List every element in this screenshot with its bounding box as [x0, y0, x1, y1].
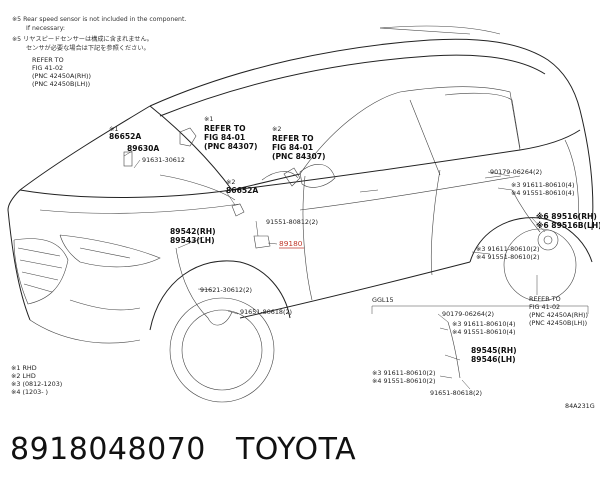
diagram-code: 84A231G: [565, 402, 595, 410]
part-label: 89543(LH): [170, 236, 215, 245]
legend-line: ※3 (0812-1203): [11, 380, 62, 388]
part-label: 91551-80812(2): [266, 218, 318, 226]
legend-line: ※4 (1203- ): [11, 388, 48, 396]
ref-line: (PNC 42450B(LH)): [529, 319, 587, 327]
part-label: 90179-06264(2): [490, 168, 542, 176]
highlight-part-89180[interactable]: 89180: [279, 239, 304, 249]
ref-line: FIG 84-01: [272, 143, 313, 152]
sensor-body-glyph: [253, 235, 271, 249]
note-line: ※5 リヤスピードセンサーは構成に含まれません。: [12, 35, 153, 43]
part-label: ※3 91611-80610(2): [372, 369, 435, 377]
part-label: ※4 91551-80610(4): [452, 328, 515, 336]
note-line: センサが必要な場合は下記を参照ください。: [26, 44, 150, 52]
ref-line: (PNC 42450A(RH)): [32, 72, 91, 80]
horn-glyph: [179, 127, 197, 147]
rear-sensor-note: ※5 Rear speed sensor is not included in …: [12, 16, 186, 52]
ref-line: (PNC 84307): [204, 142, 258, 151]
part-label: 91631-30612: [142, 156, 185, 164]
ref-line: REFER TO: [272, 134, 314, 143]
ref-line: (PNC 84307): [272, 152, 326, 161]
part-label: ※6 89516B(LH): [536, 221, 600, 230]
note-line: ※5 Rear speed sensor is not included in …: [12, 16, 186, 23]
ref-fig-84-01-rhd: ※1 REFER TO FIG 84-01 (PNC 84307): [204, 115, 258, 151]
vehicle-outline: [7, 25, 594, 403]
legend-line: ※2 LHD: [11, 372, 36, 380]
ref-line: (PNC 42450A(RH)): [529, 311, 588, 319]
legend-line: ※1 RHD: [11, 364, 37, 372]
hub-glyph: [537, 229, 559, 251]
part-label: ※4 91551-80610(2): [476, 253, 539, 261]
part-label: 89542(RH): [170, 227, 216, 236]
brand-name: TOYOTA: [235, 432, 357, 467]
ref-line: FIG 41-02: [32, 64, 63, 72]
part-label: 91651-80618(2): [430, 389, 482, 397]
horn-glyph: [231, 203, 245, 217]
horn-glyph: [283, 167, 301, 187]
part-label: ※3 91611-80610(4): [511, 181, 574, 189]
note-line: If necessary:: [26, 25, 65, 32]
highlight-part-label[interactable]: 89180: [279, 239, 303, 248]
part-label: 90179-06264(2): [442, 310, 494, 318]
ref-line: ※2: [272, 125, 281, 133]
hub-glyph: [543, 235, 553, 245]
rear-wire-glyph: [511, 189, 541, 233]
part-label: 89630A: [127, 144, 159, 153]
rear-harness-glyph: [447, 321, 461, 379]
part-labels: ※1 86652A 89630A 91631-30612 ※2 86652A 9…: [109, 125, 600, 397]
part-label: ※2: [226, 178, 235, 186]
ref-line: FIG 84-01: [204, 133, 245, 142]
part-label: 91651-80618(2): [240, 308, 292, 316]
part-label: ※3 91611-80610(2): [476, 245, 539, 253]
part-number: 8918048070: [10, 432, 206, 467]
part-label: 89546(LH): [471, 355, 516, 364]
part-label: 86652A: [109, 132, 141, 141]
part-label: 86652A: [226, 186, 258, 195]
sensor-wire-glyph: [159, 174, 236, 201]
part-label: ※6 89516(RH): [536, 212, 597, 221]
part-label: ※4 91551-80610(2): [372, 377, 435, 385]
part-label: 89545(RH): [471, 346, 517, 355]
part-label: 91621-30612(2): [200, 286, 252, 294]
ref-line: ※1: [204, 115, 213, 123]
ref-fig-84-01-lhd: ※2 REFER TO FIG 84-01 (PNC 84307): [272, 125, 326, 161]
ref-line: REFER TO: [32, 56, 64, 64]
ref-fig-41-02-front: REFER TO FIG 41-02 (PNC 42450A(RH)) (PNC…: [32, 56, 91, 88]
part-label: ※1: [109, 125, 118, 133]
variant-legend: ※1 RHD ※2 LHD ※3 (0812-1203) ※4 (1203- ): [11, 364, 62, 396]
ref-line: (PNC 42450B(LH)): [32, 80, 90, 88]
part-label: GGL15: [372, 296, 394, 304]
bracket-glyph: [123, 151, 133, 167]
ref-line: FIG 41-02: [529, 303, 560, 311]
ref-line: REFER TO: [529, 295, 561, 303]
ref-line: REFER TO: [204, 124, 246, 133]
part-label: ※4 91551-80610(4): [511, 189, 574, 197]
ref-fig-41-02-rear: REFER TO FIG 41-02 (PNC 42450A(RH)) (PNC…: [529, 295, 588, 327]
leader-lines: [123, 149, 589, 390]
part-label: ※3 91611-80610(4): [452, 320, 515, 328]
part-footer: 8918048070 TOYOTA: [10, 432, 356, 467]
component-glyphs: [123, 127, 559, 379]
front-harness-glyph: [175, 247, 233, 326]
